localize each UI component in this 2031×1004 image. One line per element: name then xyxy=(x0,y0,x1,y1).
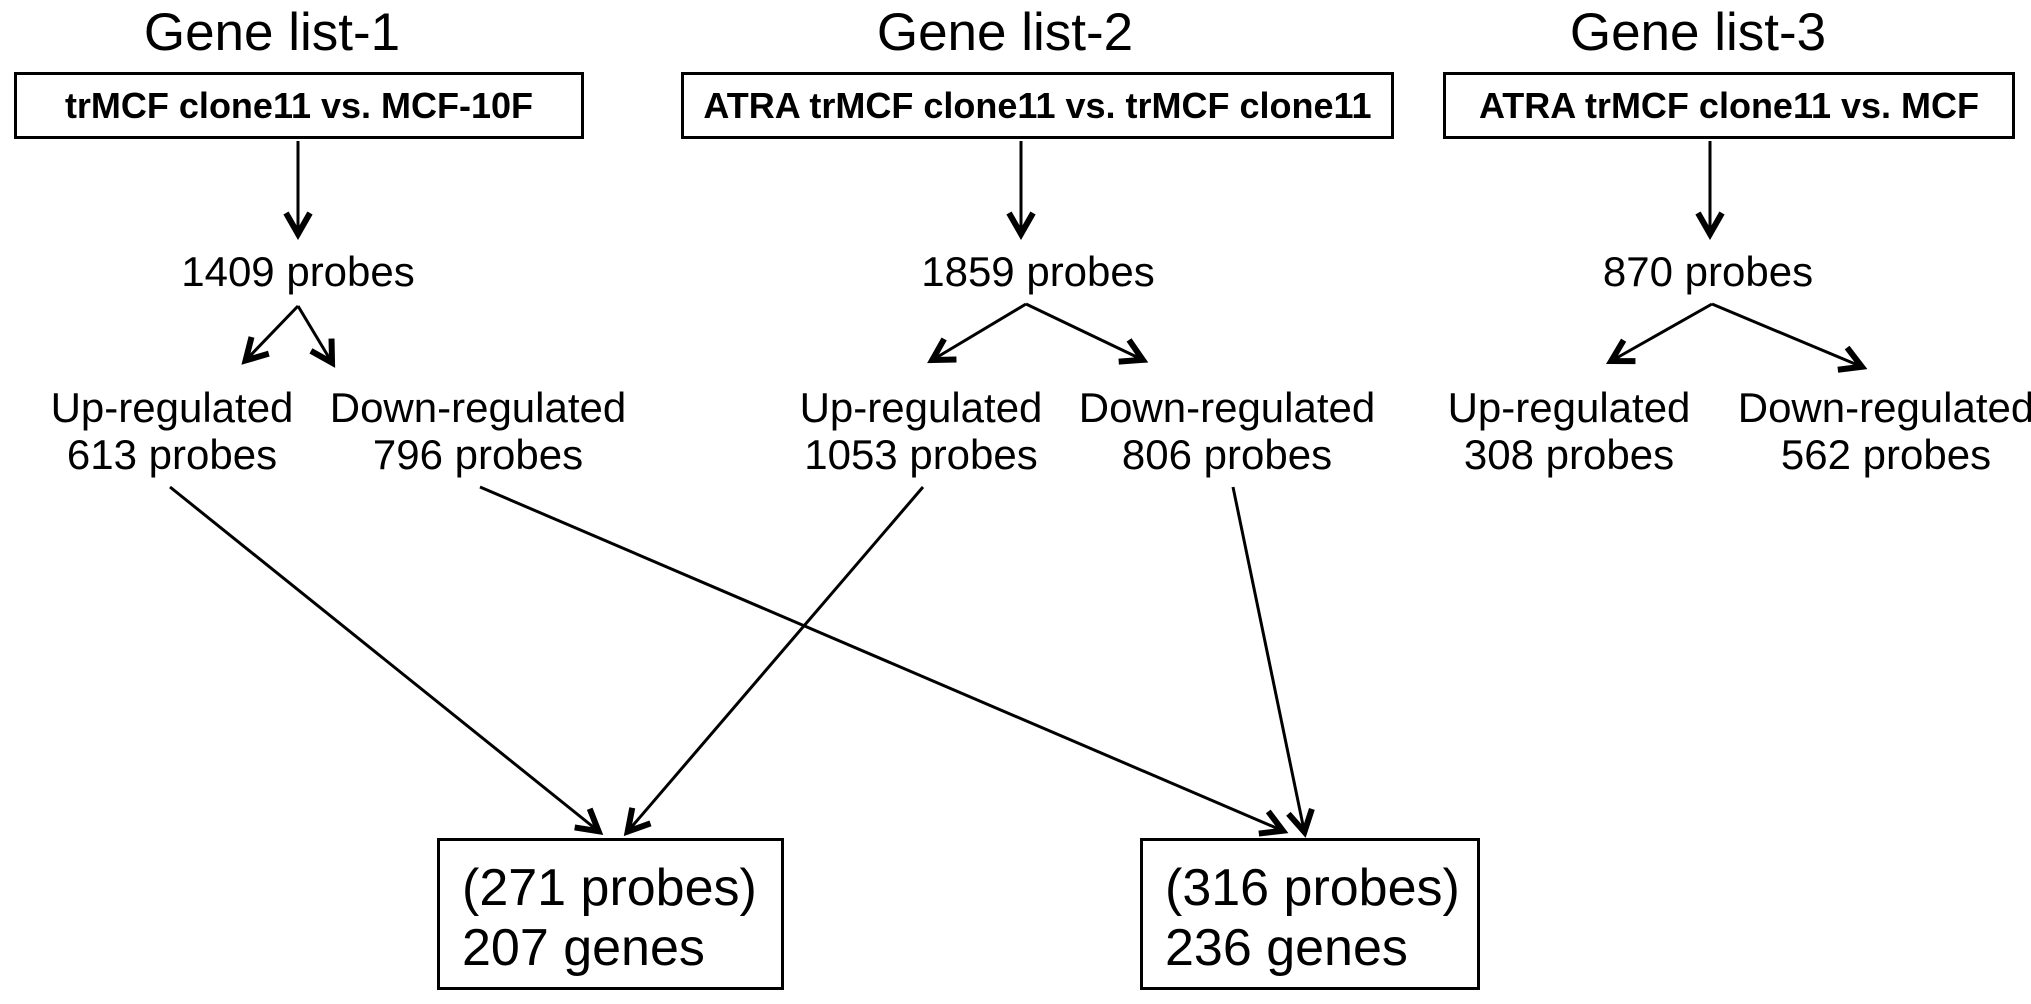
overlap-box-1: (271 probes) 207 genes xyxy=(437,838,784,990)
upregulated-3-count: 308 probes xyxy=(1463,431,1675,478)
upregulated-2-count: 1053 probes xyxy=(804,431,1038,478)
arrow-down1-to-overlap2 xyxy=(479,485,1281,830)
downregulated-1-label: Down-regulated xyxy=(329,384,627,431)
comparison-box-3: ATRA trMCF clone11 vs. MCF xyxy=(1443,72,2015,139)
arrow-probes2-to-up2 xyxy=(934,302,1027,359)
total-probes-1: 1409 probes xyxy=(181,248,415,295)
upregulated-block-1: Up-regulated 613 probes xyxy=(51,384,294,478)
total-probes-2: 1859 probes xyxy=(921,248,1155,295)
downregulated-block-3: Down-regulated 562 probes xyxy=(1738,384,2031,478)
overlap-2-probes: (316 probes) xyxy=(1165,859,1460,917)
arrow-up2-to-overlap1 xyxy=(629,486,925,830)
arrow-probes3-to-down3 xyxy=(1711,302,1860,366)
arrow-up1-to-overlap1 xyxy=(169,485,597,830)
comparison-box-2: ATRA trMCF clone11 vs. trMCF clone11 xyxy=(681,72,1394,139)
arrow-probes1-to-down1 xyxy=(296,305,331,361)
comparison-box-2-label: ATRA trMCF clone11 vs. trMCF clone11 xyxy=(703,84,1372,126)
gene-list-1-title: Gene list-1 xyxy=(143,3,401,62)
upregulated-1-count: 613 probes xyxy=(66,431,278,478)
upregulated-block-3: Up-regulated 308 probes xyxy=(1448,384,1691,478)
gene-list-3-title: Gene list-3 xyxy=(1569,3,1827,62)
upregulated-block-2: Up-regulated 1053 probes xyxy=(800,384,1043,478)
overlap-box-2: (316 probes) 236 genes xyxy=(1140,838,1480,990)
arrow-down2-to-overlap2 xyxy=(1231,486,1304,830)
upregulated-1-label: Up-regulated xyxy=(50,384,294,431)
total-probes-3: 870 probes xyxy=(1602,248,1814,295)
downregulated-3-label: Down-regulated xyxy=(1737,384,2031,431)
downregulated-1-count: 796 probes xyxy=(372,431,584,478)
overlap-2-genes: 236 genes xyxy=(1165,919,1408,977)
arrow-probes2-to-down2 xyxy=(1025,302,1141,359)
comparison-box-3-label: ATRA trMCF clone11 vs. MCF xyxy=(1478,84,1980,126)
downregulated-3-count: 562 probes xyxy=(1780,431,1992,478)
arrow-probes1-to-up1 xyxy=(247,304,300,359)
comparison-box-1-label: trMCF clone11 vs. MCF-10F xyxy=(64,84,534,126)
downregulated-2-count: 806 probes xyxy=(1121,431,1333,478)
upregulated-3-label: Up-regulated xyxy=(1447,384,1691,431)
upregulated-2-label: Up-regulated xyxy=(799,384,1043,431)
downregulated-2-label: Down-regulated xyxy=(1078,384,1376,431)
downregulated-block-2: Down-regulated 806 probes xyxy=(1079,384,1376,478)
arrow-probes3-to-up3 xyxy=(1613,302,1713,360)
overlap-1-probes: (271 probes) xyxy=(462,859,757,917)
downregulated-block-1: Down-regulated 796 probes xyxy=(330,384,627,478)
overlap-1-genes: 207 genes xyxy=(462,919,705,977)
gene-list-2-title: Gene list-2 xyxy=(876,3,1134,62)
comparison-box-1: trMCF clone11 vs. MCF-10F xyxy=(14,72,584,139)
